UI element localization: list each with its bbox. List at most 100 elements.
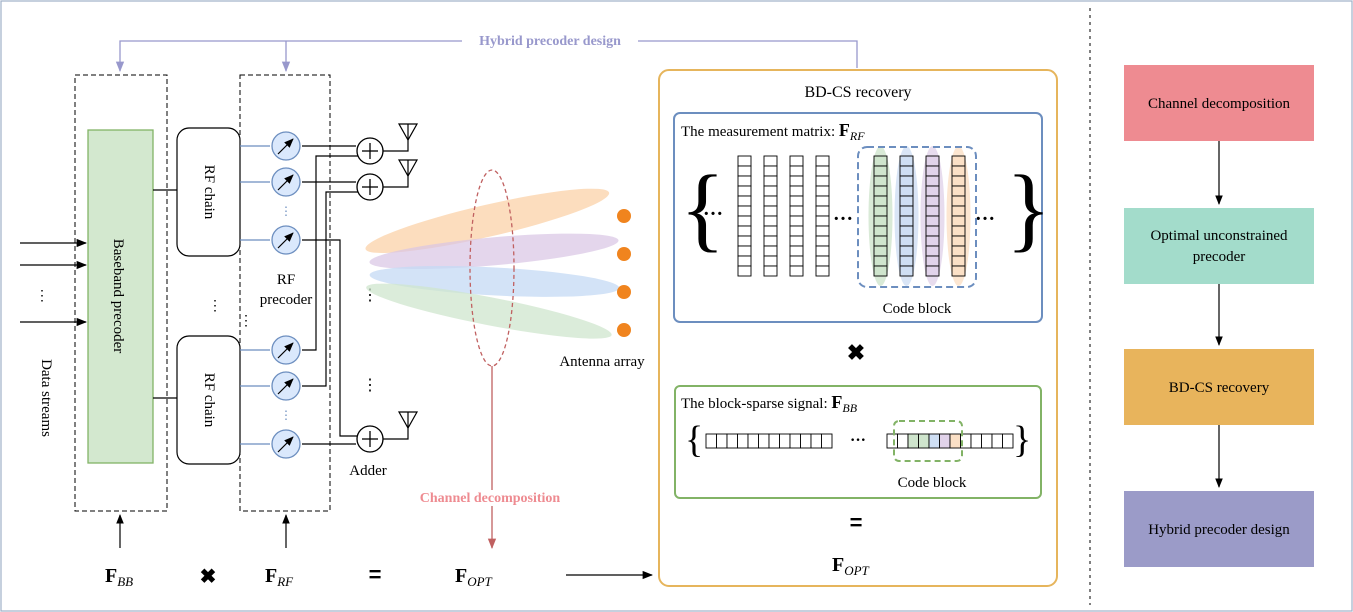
matrix-cell bbox=[815, 235, 830, 247]
rf-precoder-dots: ⋮ bbox=[239, 314, 253, 329]
measurement-matrix bbox=[737, 146, 971, 286]
matrix-cell bbox=[951, 265, 966, 277]
flow-step-1-box bbox=[1124, 65, 1314, 141]
signal-cell bbox=[970, 433, 982, 449]
matrix-cell bbox=[763, 175, 778, 187]
signal-cell bbox=[737, 433, 749, 449]
matrix-cell bbox=[815, 155, 830, 167]
flow-step-2-box bbox=[1124, 208, 1314, 284]
flow-chart: Channel decomposition Optimal unconstrai… bbox=[1124, 65, 1314, 567]
signal-cell bbox=[991, 433, 1003, 449]
matrix-cell bbox=[899, 255, 914, 267]
measurement-title: The measurement matrix: FRF bbox=[681, 120, 865, 143]
svg-text:⋮: ⋮ bbox=[35, 289, 49, 304]
adder-icon bbox=[356, 425, 384, 453]
rf-chain-top: RF chain bbox=[176, 127, 241, 257]
rf-chain-dots: ⋮ bbox=[208, 299, 222, 314]
antennas bbox=[383, 123, 419, 440]
matrix-cell bbox=[925, 185, 940, 197]
frf-symbol: FRF bbox=[265, 565, 294, 589]
matrix-cell bbox=[737, 185, 752, 197]
matrix-cell bbox=[789, 195, 804, 207]
matrix-cell bbox=[763, 255, 778, 267]
channel-feedback-label: Channel decomposition bbox=[420, 491, 561, 506]
phase-shifter-icon bbox=[271, 335, 301, 365]
signal-cell bbox=[886, 433, 898, 449]
matrix-cell bbox=[789, 175, 804, 187]
matrix-cell bbox=[789, 185, 804, 197]
matrix-cell bbox=[899, 235, 914, 247]
matrix-cell bbox=[737, 155, 752, 167]
matrix-cell bbox=[899, 165, 914, 177]
matrix-right-ellipsis: … bbox=[975, 203, 995, 225]
signal-cell bbox=[768, 433, 780, 449]
signal-cell bbox=[907, 433, 919, 449]
matrix-cell bbox=[951, 165, 966, 177]
matrix-cell bbox=[873, 185, 888, 197]
flow-step-2-label-a: Optimal unconstrained bbox=[1150, 228, 1288, 244]
rf-chain-top-label: RF chain bbox=[201, 165, 217, 220]
matrix-cell bbox=[737, 255, 752, 267]
matrix-cell bbox=[873, 255, 888, 267]
matrix-cell bbox=[925, 195, 940, 207]
adder-icon bbox=[356, 173, 384, 201]
matrix-cell bbox=[789, 155, 804, 167]
matrix-cell bbox=[737, 245, 752, 257]
adder-label: Adder bbox=[349, 463, 387, 479]
rf-precoder-dashed-box bbox=[239, 74, 331, 512]
matrix-cell bbox=[737, 225, 752, 237]
matrix-cell bbox=[737, 215, 752, 227]
matrix-cell bbox=[873, 195, 888, 207]
signal-cell bbox=[789, 433, 801, 449]
flow-step-1-label: Channel decomposition bbox=[1148, 96, 1291, 112]
matrix-cell bbox=[873, 165, 888, 177]
fbb-symbol: FBB bbox=[105, 565, 133, 589]
matrix-cell bbox=[737, 165, 752, 177]
flow-step-3-label: BD-CS recovery bbox=[1169, 380, 1270, 396]
adders bbox=[356, 137, 384, 453]
rf-precoder-label-line1: RF bbox=[277, 272, 295, 288]
signal-cell bbox=[928, 433, 940, 449]
rf-chain-bottom: RF chain bbox=[176, 335, 241, 465]
matrix-cell bbox=[951, 215, 966, 227]
matrix-cell bbox=[873, 155, 888, 167]
matrix-cell bbox=[815, 215, 830, 227]
matrix-cell bbox=[763, 155, 778, 167]
rf-precoder-label-line2: precoder bbox=[260, 292, 312, 308]
data-stream-arrows: ⋮ bbox=[20, 238, 88, 327]
matrix-cell bbox=[789, 245, 804, 257]
matrix-cell bbox=[789, 205, 804, 217]
matrix-cell bbox=[789, 225, 804, 237]
rf-chain-bottom-label: RF chain bbox=[201, 373, 217, 428]
hybrid-feedback-path bbox=[115, 33, 858, 73]
flow-step-4-box bbox=[1124, 491, 1314, 567]
matrix-cell bbox=[737, 235, 752, 247]
antenna-icon bbox=[397, 411, 419, 430]
matrix-cell bbox=[925, 205, 940, 217]
equation-row: FBB ✖ FRF = FOPT bbox=[105, 562, 493, 589]
matrix-cell bbox=[763, 265, 778, 277]
matrix-cell bbox=[899, 225, 914, 237]
phase-shifter-icon bbox=[271, 429, 301, 459]
flow-step-2-label-b: precoder bbox=[1193, 249, 1245, 265]
matrix-cell bbox=[899, 215, 914, 227]
bdcs-title: BD-CS recovery bbox=[804, 84, 911, 101]
matrix-cell bbox=[873, 235, 888, 247]
matrix-cell bbox=[789, 215, 804, 227]
antenna-icon bbox=[397, 159, 419, 178]
matrix-cell bbox=[789, 255, 804, 267]
matrix-cell bbox=[925, 235, 940, 247]
matrix-cell bbox=[789, 165, 804, 177]
matrix-left-ellipsis: … bbox=[703, 198, 723, 220]
phase-shifter-icon bbox=[271, 131, 301, 161]
matrix-cell bbox=[951, 175, 966, 187]
matrix-cell bbox=[951, 185, 966, 197]
times-symbol: ✖ bbox=[200, 566, 217, 588]
matrix-cell bbox=[763, 165, 778, 177]
flow-step-4-label: Hybrid precoder design bbox=[1148, 522, 1290, 538]
code-block-top-label: Code block bbox=[883, 301, 952, 317]
matrix-cell bbox=[873, 225, 888, 237]
matrix-cell bbox=[899, 195, 914, 207]
matrix-cell bbox=[925, 155, 940, 167]
